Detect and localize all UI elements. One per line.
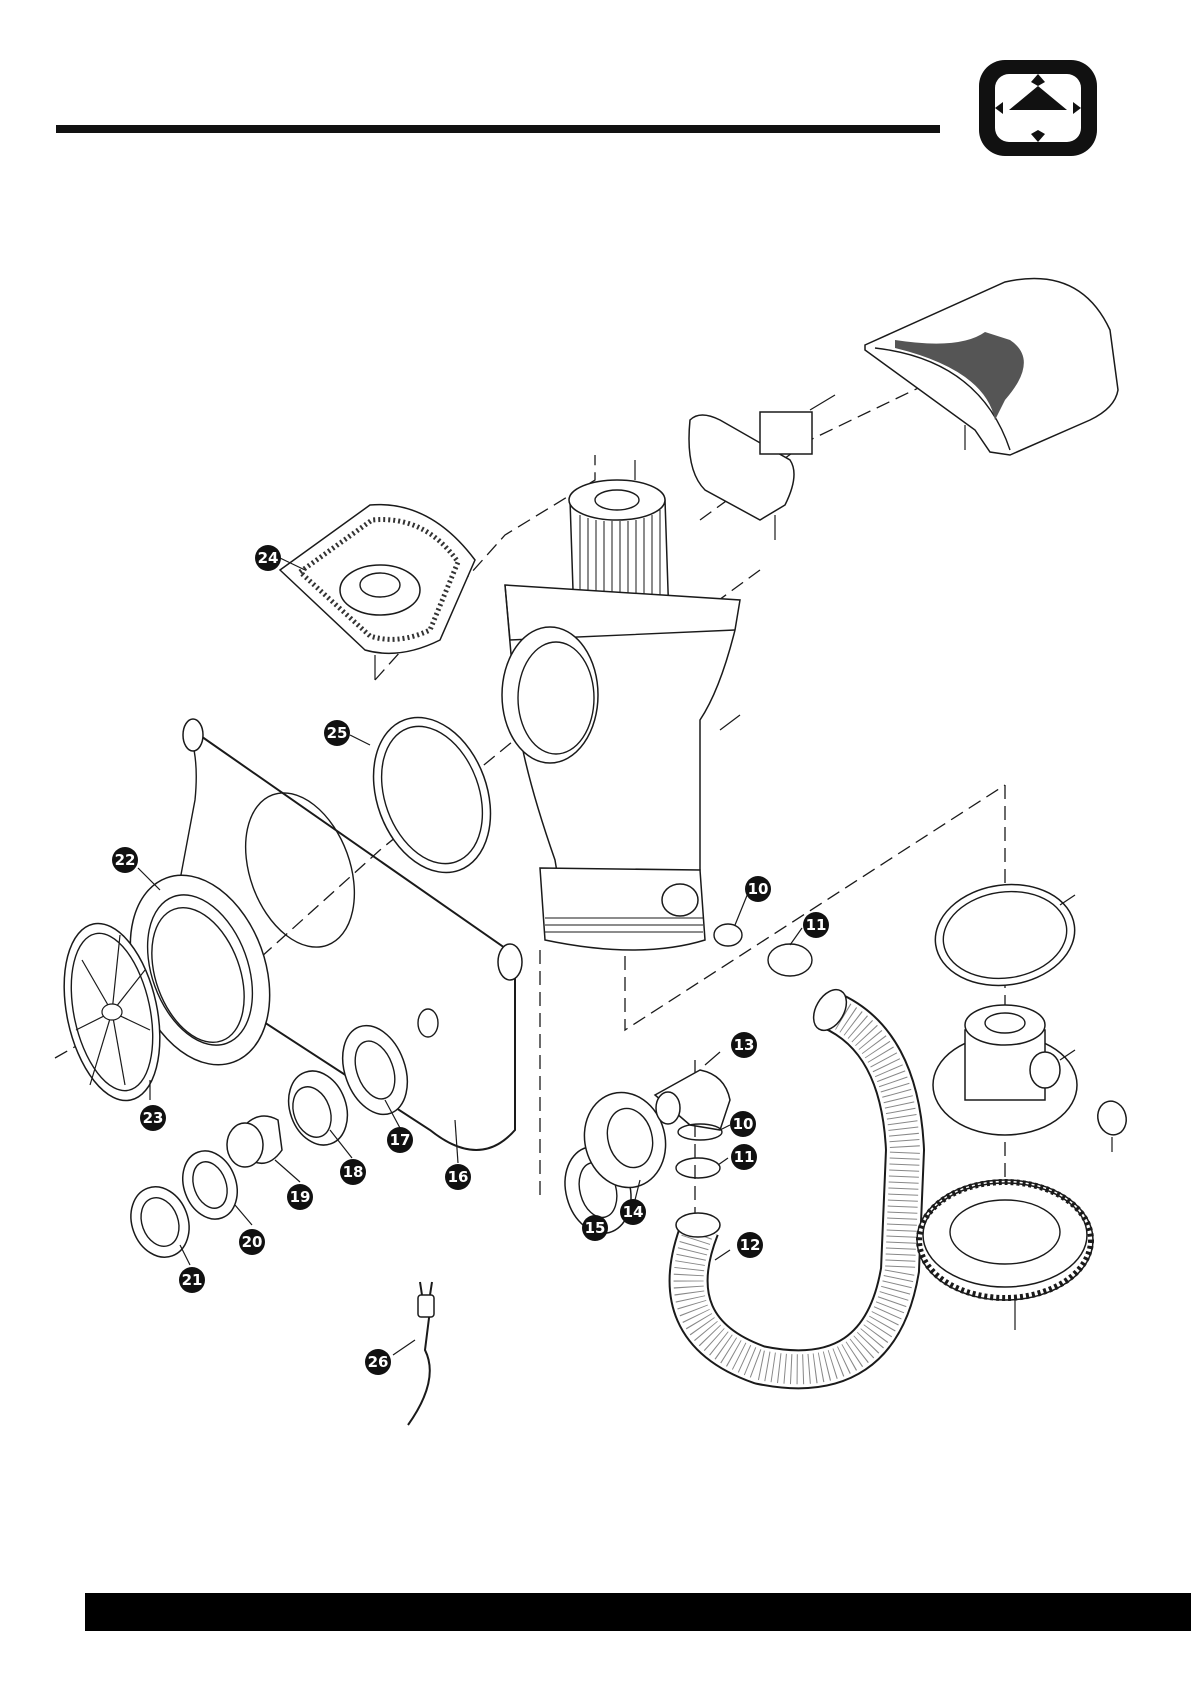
footer-bar xyxy=(85,1593,1191,1631)
callout-16: 16 xyxy=(445,1164,471,1190)
svg-text:19: 19 xyxy=(290,1188,311,1206)
callout-11-upper: 11 xyxy=(803,912,829,938)
svg-text:23: 23 xyxy=(143,1109,164,1127)
callout-12: 12 xyxy=(737,1232,763,1258)
callout-17: 17 xyxy=(387,1127,413,1153)
svg-text:14: 14 xyxy=(623,1203,644,1221)
svg-text:10: 10 xyxy=(748,880,769,898)
callout-13: 13 xyxy=(731,1032,757,1058)
svg-text:15: 15 xyxy=(585,1219,606,1237)
callout-22: 22 xyxy=(112,847,138,873)
svg-text:11: 11 xyxy=(806,916,827,934)
svg-text:21: 21 xyxy=(182,1271,203,1289)
power-cord-part xyxy=(408,1282,434,1425)
svg-text:13: 13 xyxy=(734,1036,755,1054)
svg-text:12: 12 xyxy=(740,1236,761,1254)
callout-21: 21 xyxy=(179,1267,205,1293)
callout-15: 15 xyxy=(582,1215,608,1241)
gasket-ring-part xyxy=(353,701,511,889)
callout-26: 26 xyxy=(365,1349,391,1375)
callout-10-lower: 10 xyxy=(730,1111,756,1137)
callout-19: 19 xyxy=(287,1184,313,1210)
callout-11-lower: 11 xyxy=(731,1144,757,1170)
svg-text:25: 25 xyxy=(327,724,348,742)
skimmer-body-part xyxy=(502,585,740,950)
callout-14: 14 xyxy=(620,1199,646,1225)
skimmer-basket-part xyxy=(280,505,475,680)
pump-assembly-group xyxy=(917,876,1130,1330)
svg-text:20: 20 xyxy=(242,1233,263,1251)
callout-25: 25 xyxy=(324,720,350,746)
callout-18: 18 xyxy=(340,1159,366,1185)
callout-24: 24 xyxy=(255,545,281,571)
svg-text:17: 17 xyxy=(390,1131,411,1149)
callout-20: 20 xyxy=(239,1229,265,1255)
callout-23: 23 xyxy=(140,1105,166,1131)
svg-text:26: 26 xyxy=(368,1353,389,1371)
svg-text:16: 16 xyxy=(448,1168,469,1186)
svg-text:24: 24 xyxy=(258,549,279,567)
pump-fittings-group xyxy=(556,924,812,1241)
svg-text:22: 22 xyxy=(115,851,136,869)
wall-fittings-group xyxy=(121,1017,419,1266)
svg-text:10: 10 xyxy=(733,1115,754,1133)
svg-text:11: 11 xyxy=(734,1148,755,1166)
callout-10-upper: 10 xyxy=(745,876,771,902)
assembly-axes xyxy=(55,380,1005,1260)
svg-text:18: 18 xyxy=(343,1163,364,1181)
filter-cover-part xyxy=(865,278,1118,455)
door-panel-part xyxy=(689,395,835,540)
